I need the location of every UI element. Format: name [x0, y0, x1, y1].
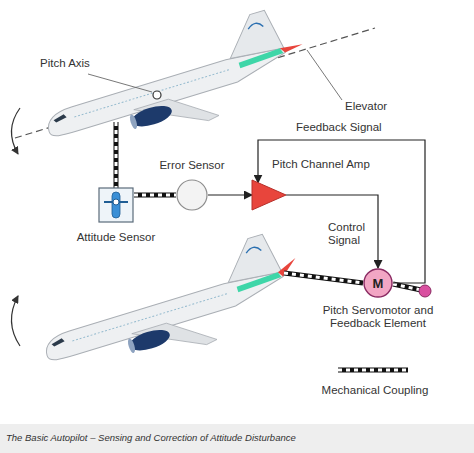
signal-label: Control Signal: [328, 221, 374, 247]
node-label: Attitude Sensor: [77, 231, 156, 244]
mechanical-coupling: [393, 284, 421, 290]
feedback-element: [419, 285, 431, 297]
rotation-arrow: [11, 296, 20, 346]
signal-label: Feedback Signal: [296, 121, 382, 134]
signal-line: [258, 140, 425, 283]
aircraft-top: [34, 2, 316, 166]
error-sensor: Error Sensor: [176, 179, 208, 211]
attitude-sensor: Attitude Sensor: [98, 187, 134, 223]
figure-caption: The Basic Autopilot – Sensing and Correc…: [6, 432, 296, 443]
node-label: Pitch Servomotor and Feedback Element: [313, 304, 443, 330]
signal-line: [286, 195, 378, 268]
leader-line: [88, 74, 152, 92]
motor-symbol-letter: M: [363, 268, 393, 298]
node-label: Error Sensor: [159, 159, 224, 172]
node-label: Pitch Channel Amp: [272, 158, 370, 171]
pitch-axis-point: [153, 91, 161, 99]
error-sensor-shape: [176, 179, 208, 211]
attitude-sensor-shape: [98, 187, 134, 223]
part-label: Pitch Axis: [40, 57, 90, 70]
mechanical-coupling: [134, 195, 176, 196]
amplifier-shape: [252, 180, 286, 210]
signal-line: [208, 195, 252, 196]
rotation-arrow: [11, 108, 20, 154]
part-label: Elevator: [345, 100, 387, 113]
legend-entry: Mechanical Coupling: [310, 364, 440, 396]
mechanical-coupling: [284, 273, 363, 283]
amplifier: Pitch Channel Amp: [252, 180, 286, 210]
legend-text: Mechanical Coupling: [310, 384, 440, 396]
leader-line: [307, 50, 342, 100]
aircraft-bottom: [32, 227, 312, 390]
mechanical-coupling: [116, 122, 117, 188]
legend-sample: [310, 364, 440, 376]
servomotor: MPitch Servomotor and Feedback Element: [363, 268, 393, 298]
